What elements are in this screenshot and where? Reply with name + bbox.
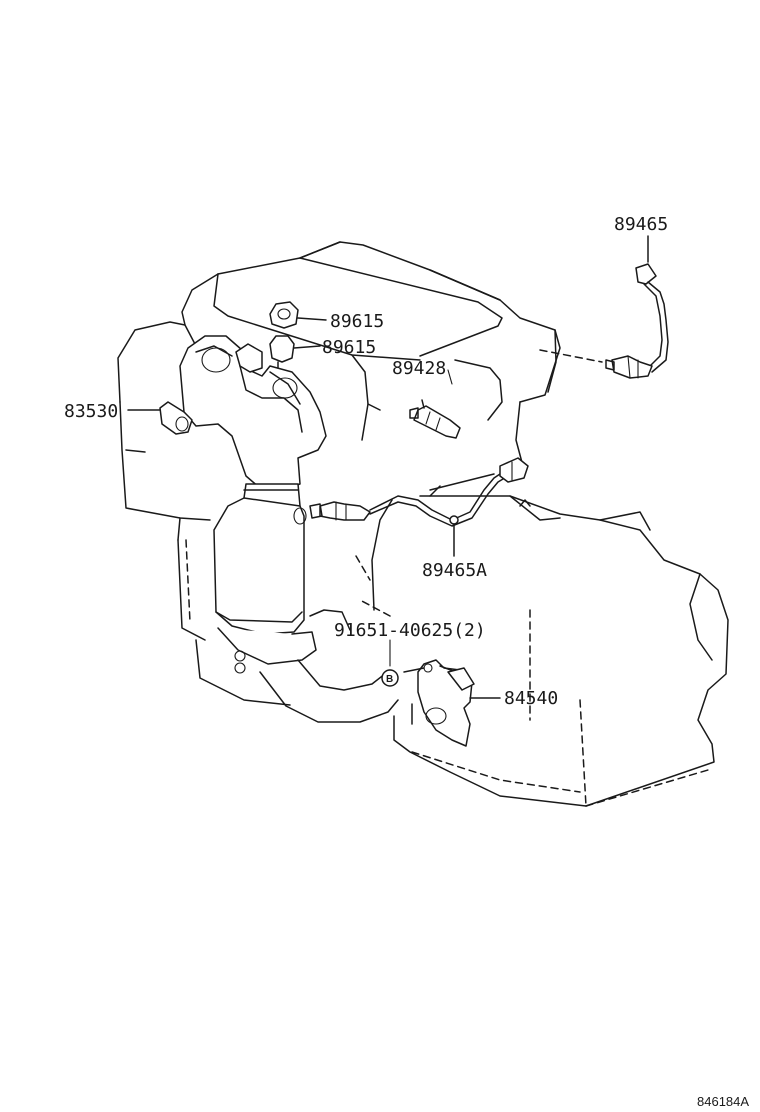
ref-marker-circle — [381, 669, 399, 687]
transmission-drawing — [371, 473, 729, 807]
part-89465A-oxygen-sensor-lower — [309, 457, 529, 557]
part-89615-knock-sensor-b — [269, 335, 321, 369]
part-83530-oil-pressure-switch — [127, 401, 193, 435]
label-89465A: 89465A — [422, 560, 487, 581]
engine-block-drawing — [117, 241, 561, 706]
label-84540: 84540 — [504, 688, 558, 709]
catalytic-converter-drawing — [213, 483, 317, 674]
label-91651-40625: 91651-40625(2) — [334, 620, 486, 641]
label-83530: 83530 — [64, 401, 118, 422]
ref-marker-letter: B — [386, 674, 393, 685]
exhaust-manifold-drawing — [179, 335, 327, 491]
part-89428-coolant-temperature-sensor — [409, 369, 461, 439]
part-89465-oxygen-sensor-upper — [539, 235, 669, 379]
illustration-code: 846184A — [697, 1094, 749, 1109]
exhaust-pipe-drawing — [259, 609, 399, 723]
label-89428: 89428 — [392, 358, 446, 379]
part-89615-knock-sensor-a — [269, 301, 327, 329]
label-89615-upper: 89615 — [330, 311, 384, 332]
part-84540-neutral-start-switch — [381, 639, 501, 747]
label-89615-lower: 89615 — [322, 337, 376, 358]
label-89465: 89465 — [614, 214, 668, 235]
